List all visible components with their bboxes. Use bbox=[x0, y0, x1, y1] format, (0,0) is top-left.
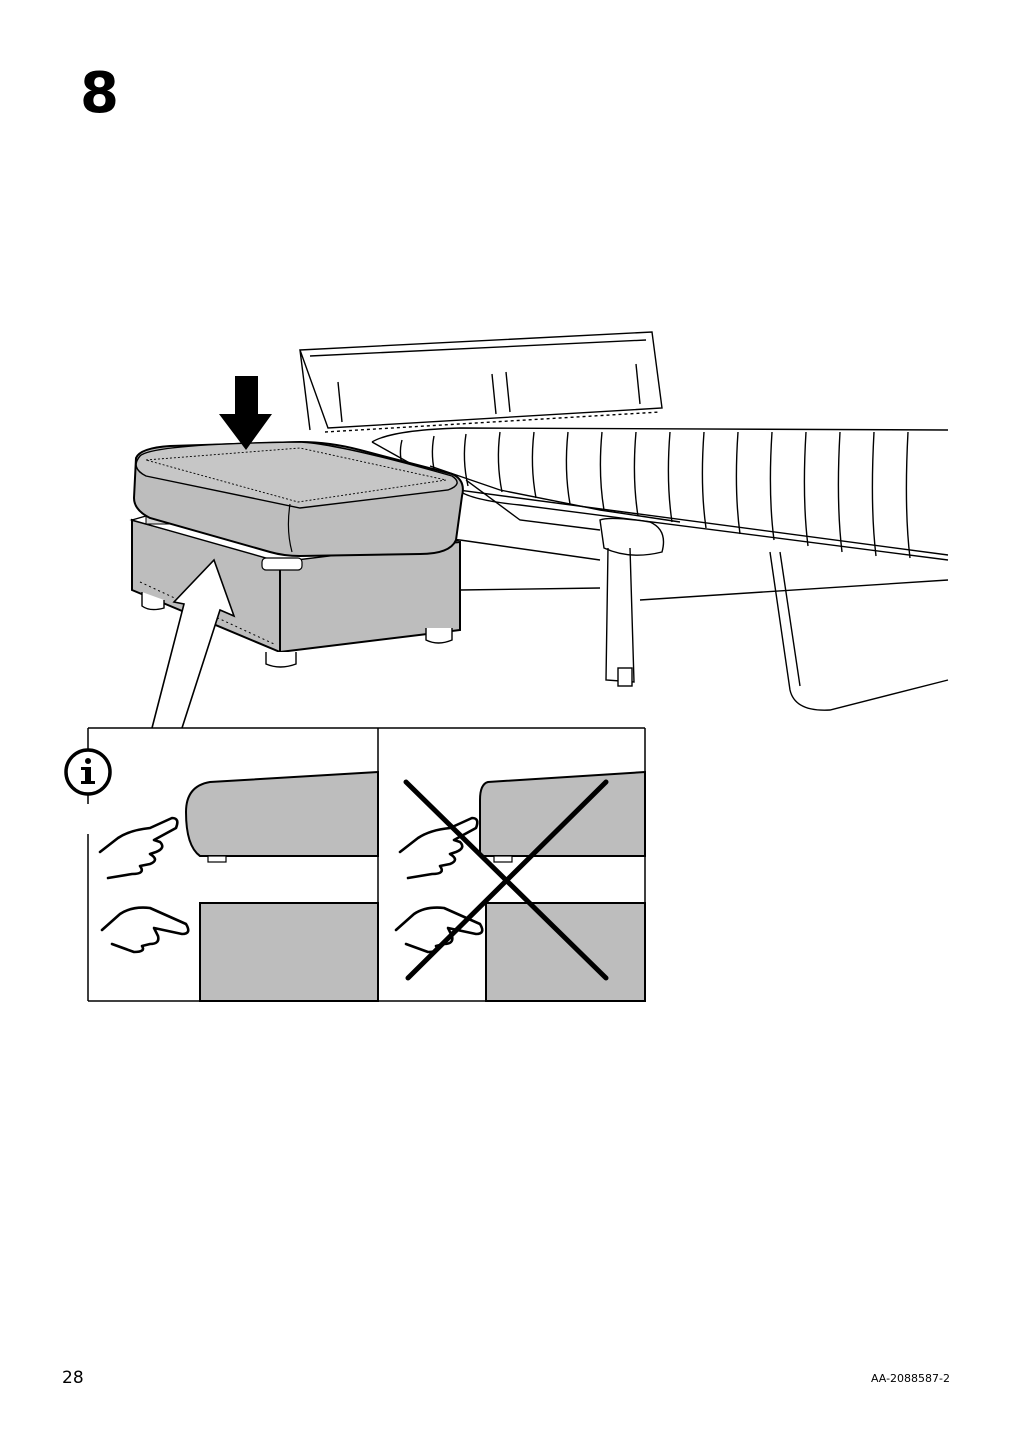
detail-frame bbox=[87, 727, 646, 1002]
document-code: AA-2088587-2 bbox=[870, 1372, 950, 1385]
callout-leader bbox=[151, 558, 236, 729]
sofa-bed-frame bbox=[299, 331, 949, 711]
cross-mark-icon bbox=[403, 779, 609, 981]
page-number: 28 bbox=[62, 1368, 84, 1388]
seat-cushion bbox=[132, 440, 464, 558]
pointing-hand-icon bbox=[98, 816, 190, 954]
pointing-hand-icon bbox=[394, 816, 484, 954]
down-arrow-icon bbox=[219, 376, 272, 450]
step-number: 8 bbox=[80, 61, 119, 126]
mattress-ribs bbox=[399, 431, 911, 559]
info-icon bbox=[64, 748, 112, 796]
